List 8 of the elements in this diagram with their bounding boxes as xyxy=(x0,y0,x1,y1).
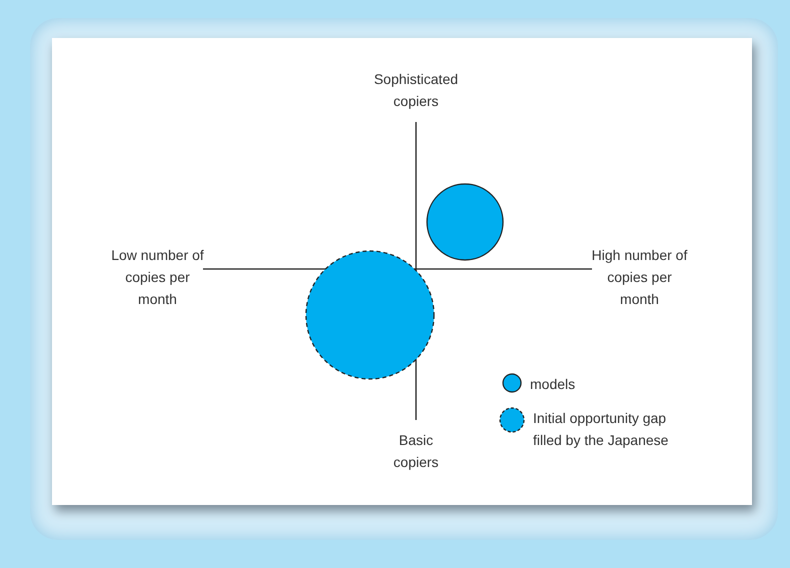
axis-label: High number of copies per month xyxy=(590,246,688,309)
axis-label: Sophisticated copiers xyxy=(372,70,460,111)
legend-label: models xyxy=(530,375,576,394)
bubble xyxy=(305,250,435,380)
legend-label: Initial opportunity gap filled by the Japanese xyxy=(533,409,670,450)
axis-label: Low number of copies per month xyxy=(110,246,205,309)
axis-label: Basic copiers xyxy=(392,431,440,472)
bubble xyxy=(426,183,504,261)
